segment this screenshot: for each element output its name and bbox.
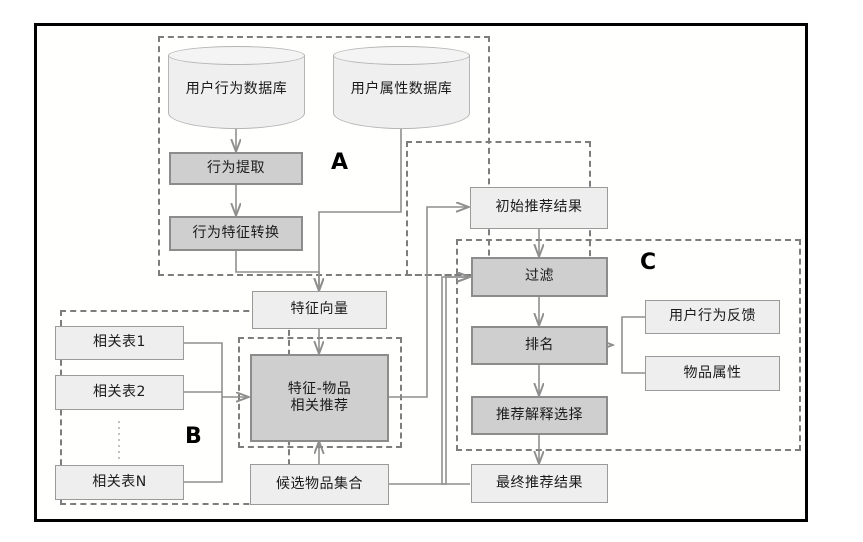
node-filter[interactable]: 过滤	[471, 257, 608, 297]
group-label-c: C	[640, 250, 657, 275]
cylinder-top	[333, 46, 470, 65]
node-ranking[interactable]: 排名	[471, 326, 608, 365]
database-user-behavior[interactable]: 用户行为数据库	[168, 46, 305, 129]
node-initial-recommend-result[interactable]: 初始推荐结果	[470, 187, 608, 229]
node-feature-item-recommend-line2: 相关推荐	[290, 398, 349, 414]
node-candidate-item-set[interactable]: 候选物品集合	[250, 464, 389, 505]
database-user-attribute[interactable]: 用户属性数据库	[333, 46, 470, 129]
node-relation-table-n[interactable]: 相关表N	[55, 465, 184, 500]
node-user-behavior-feedback[interactable]: 用户行为反馈	[645, 300, 780, 334]
node-final-recommend-result[interactable]: 最终推荐结果	[471, 464, 608, 503]
node-feature-item-recommend[interactable]: 特征-物品 相关推荐	[250, 354, 389, 442]
node-relation-table-1[interactable]: 相关表1	[55, 326, 184, 360]
cylinder-top	[168, 46, 305, 65]
node-behavior-feature-transform[interactable]: 行为特征转换	[169, 216, 303, 251]
node-relation-table-2[interactable]: 相关表2	[55, 375, 184, 410]
group-label-b: B	[185, 424, 202, 449]
database-user-attribute-label: 用户属性数据库	[350, 80, 453, 97]
node-recommend-explanation-select[interactable]: 推荐解释选择	[471, 396, 608, 435]
node-item-attribute[interactable]: 物品属性	[645, 356, 780, 391]
node-feature-item-recommend-line1: 特征-物品	[287, 380, 352, 397]
database-user-behavior-label: 用户行为数据库	[185, 80, 288, 97]
group-label-a: A	[331, 150, 349, 175]
node-behavior-extraction[interactable]: 行为提取	[169, 152, 303, 185]
relation-tables-ellipsis	[118, 421, 120, 459]
node-feature-vector[interactable]: 特征向量	[252, 291, 387, 329]
cylinder-body	[168, 55, 305, 129]
cylinder-body	[333, 55, 470, 129]
